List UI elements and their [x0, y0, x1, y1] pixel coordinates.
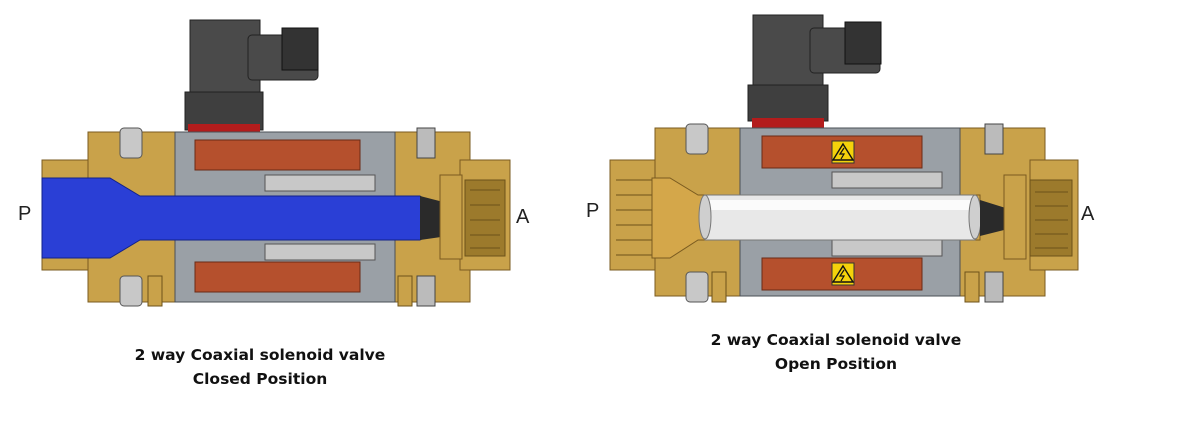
high-voltage-warning-icon — [831, 262, 855, 286]
valve-open-cross-section — [609, 14, 1079, 303]
valve-closed-diagram: P A 2 way Coaxial solenoid valve Closed … — [18, 19, 530, 391]
high-voltage-warning-icon — [831, 140, 855, 164]
inlet-port-label: P — [18, 203, 32, 225]
valve-open-diagram: P A 2 way Coaxial solenoid valve Open Po… — [586, 0, 1200, 431]
open-caption: 2 way Coaxial solenoid valve Open Positi… — [676, 328, 996, 376]
screw — [147, 275, 413, 307]
fluid-path — [651, 177, 982, 259]
caption-title: 2 way Coaxial solenoid valve — [134, 346, 386, 364]
closed-caption: 2 way Coaxial solenoid valve Closed Posi… — [100, 343, 420, 391]
outlet-port-label: A — [1081, 203, 1095, 225]
caption-title: 2 way Coaxial solenoid valve — [710, 331, 962, 349]
electrical-connector — [184, 19, 319, 134]
electrical-connector — [747, 14, 882, 128]
valve-seat — [980, 174, 1073, 260]
inlet-port-label: P — [586, 200, 600, 222]
valve-closed-cross-section — [41, 19, 511, 307]
caption-position: Open Position — [774, 355, 898, 373]
coil-bottom — [194, 261, 361, 293]
caption-position: Closed Position — [192, 370, 328, 388]
screw — [711, 271, 980, 303]
coil-top — [194, 139, 361, 171]
outlet-port-label: A — [516, 206, 530, 228]
valve-seat — [420, 174, 506, 260]
